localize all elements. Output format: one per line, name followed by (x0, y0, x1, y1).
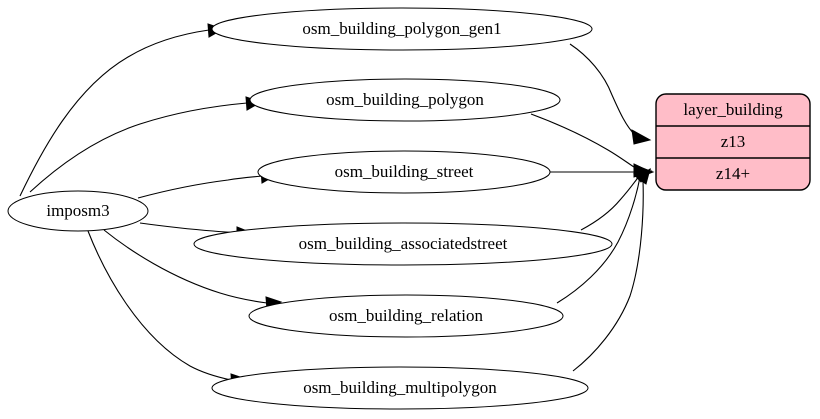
node-label: osm_building_associatedstreet (299, 234, 508, 253)
node-label: osm_building_polygon (326, 90, 484, 109)
node-osm_building_polygon_gen1[interactable]: osm_building_polygon_gen1 (211, 7, 593, 51)
edge-imposm3-to-osm_building_street (137, 169, 278, 199)
edge-path (580, 174, 641, 231)
node-shape-ellipse (7, 190, 149, 232)
edge-path (103, 229, 268, 304)
node-shape-ellipse (211, 7, 593, 51)
edge-path (572, 180, 644, 372)
node-osm_building_multipolygon[interactable]: osm_building_multipolygon (211, 366, 589, 410)
node-label: imposm3 (46, 201, 109, 220)
edge-path (137, 175, 264, 199)
node-shape-ellipse (211, 366, 589, 410)
node-shape-ellipse (249, 78, 561, 122)
edge-path (87, 230, 232, 381)
arrowhead-icon (631, 129, 652, 145)
edge-osm_building_multipolygon-to-layer_building-z14plus (572, 167, 651, 372)
node-shape-ellipse (257, 150, 551, 194)
edge-imposm3-to-osm_building_polygon (29, 96, 263, 193)
node-label: osm_building_relation (329, 306, 483, 325)
node-label: osm_building_polygon_gen1 (302, 19, 501, 38)
node-osm_building_street[interactable]: osm_building_street (257, 150, 551, 194)
arrowhead-icon (636, 167, 651, 185)
node-label: osm_building_multipolygon (303, 378, 497, 397)
node-shape-ellipse (193, 222, 613, 266)
node-osm_building_associatedstreet[interactable]: osm_building_associatedstreet (193, 222, 613, 266)
record-row-title: layer_building (683, 100, 783, 119)
edge-path (29, 102, 248, 193)
node-osm_building_polygon[interactable]: osm_building_polygon (249, 78, 561, 122)
record-row-z13[interactable]: z13 (721, 132, 746, 151)
record-row-z14plus[interactable]: z14+ (716, 164, 750, 183)
node-label: osm_building_street (335, 162, 474, 181)
edge-group-tables-to-layer (530, 43, 655, 372)
edge-path (530, 113, 638, 170)
edge-osm_building_polygon-to-layer_building-z14plus (530, 113, 653, 178)
edge-path (139, 222, 240, 234)
edge-path (19, 29, 210, 197)
record-background (655, 93, 811, 191)
node-layer_building[interactable]: layer_building z13 z14+ (655, 93, 811, 191)
edge-path (556, 176, 641, 304)
node-shape-ellipse (248, 294, 564, 338)
node-imposm3[interactable]: imposm3 (7, 190, 149, 232)
node-osm_building_relation[interactable]: osm_building_relation (248, 294, 564, 338)
edge-osm_building_polygon_gen1-to-layer_building-z13 (569, 43, 652, 145)
edge-path (569, 43, 636, 136)
